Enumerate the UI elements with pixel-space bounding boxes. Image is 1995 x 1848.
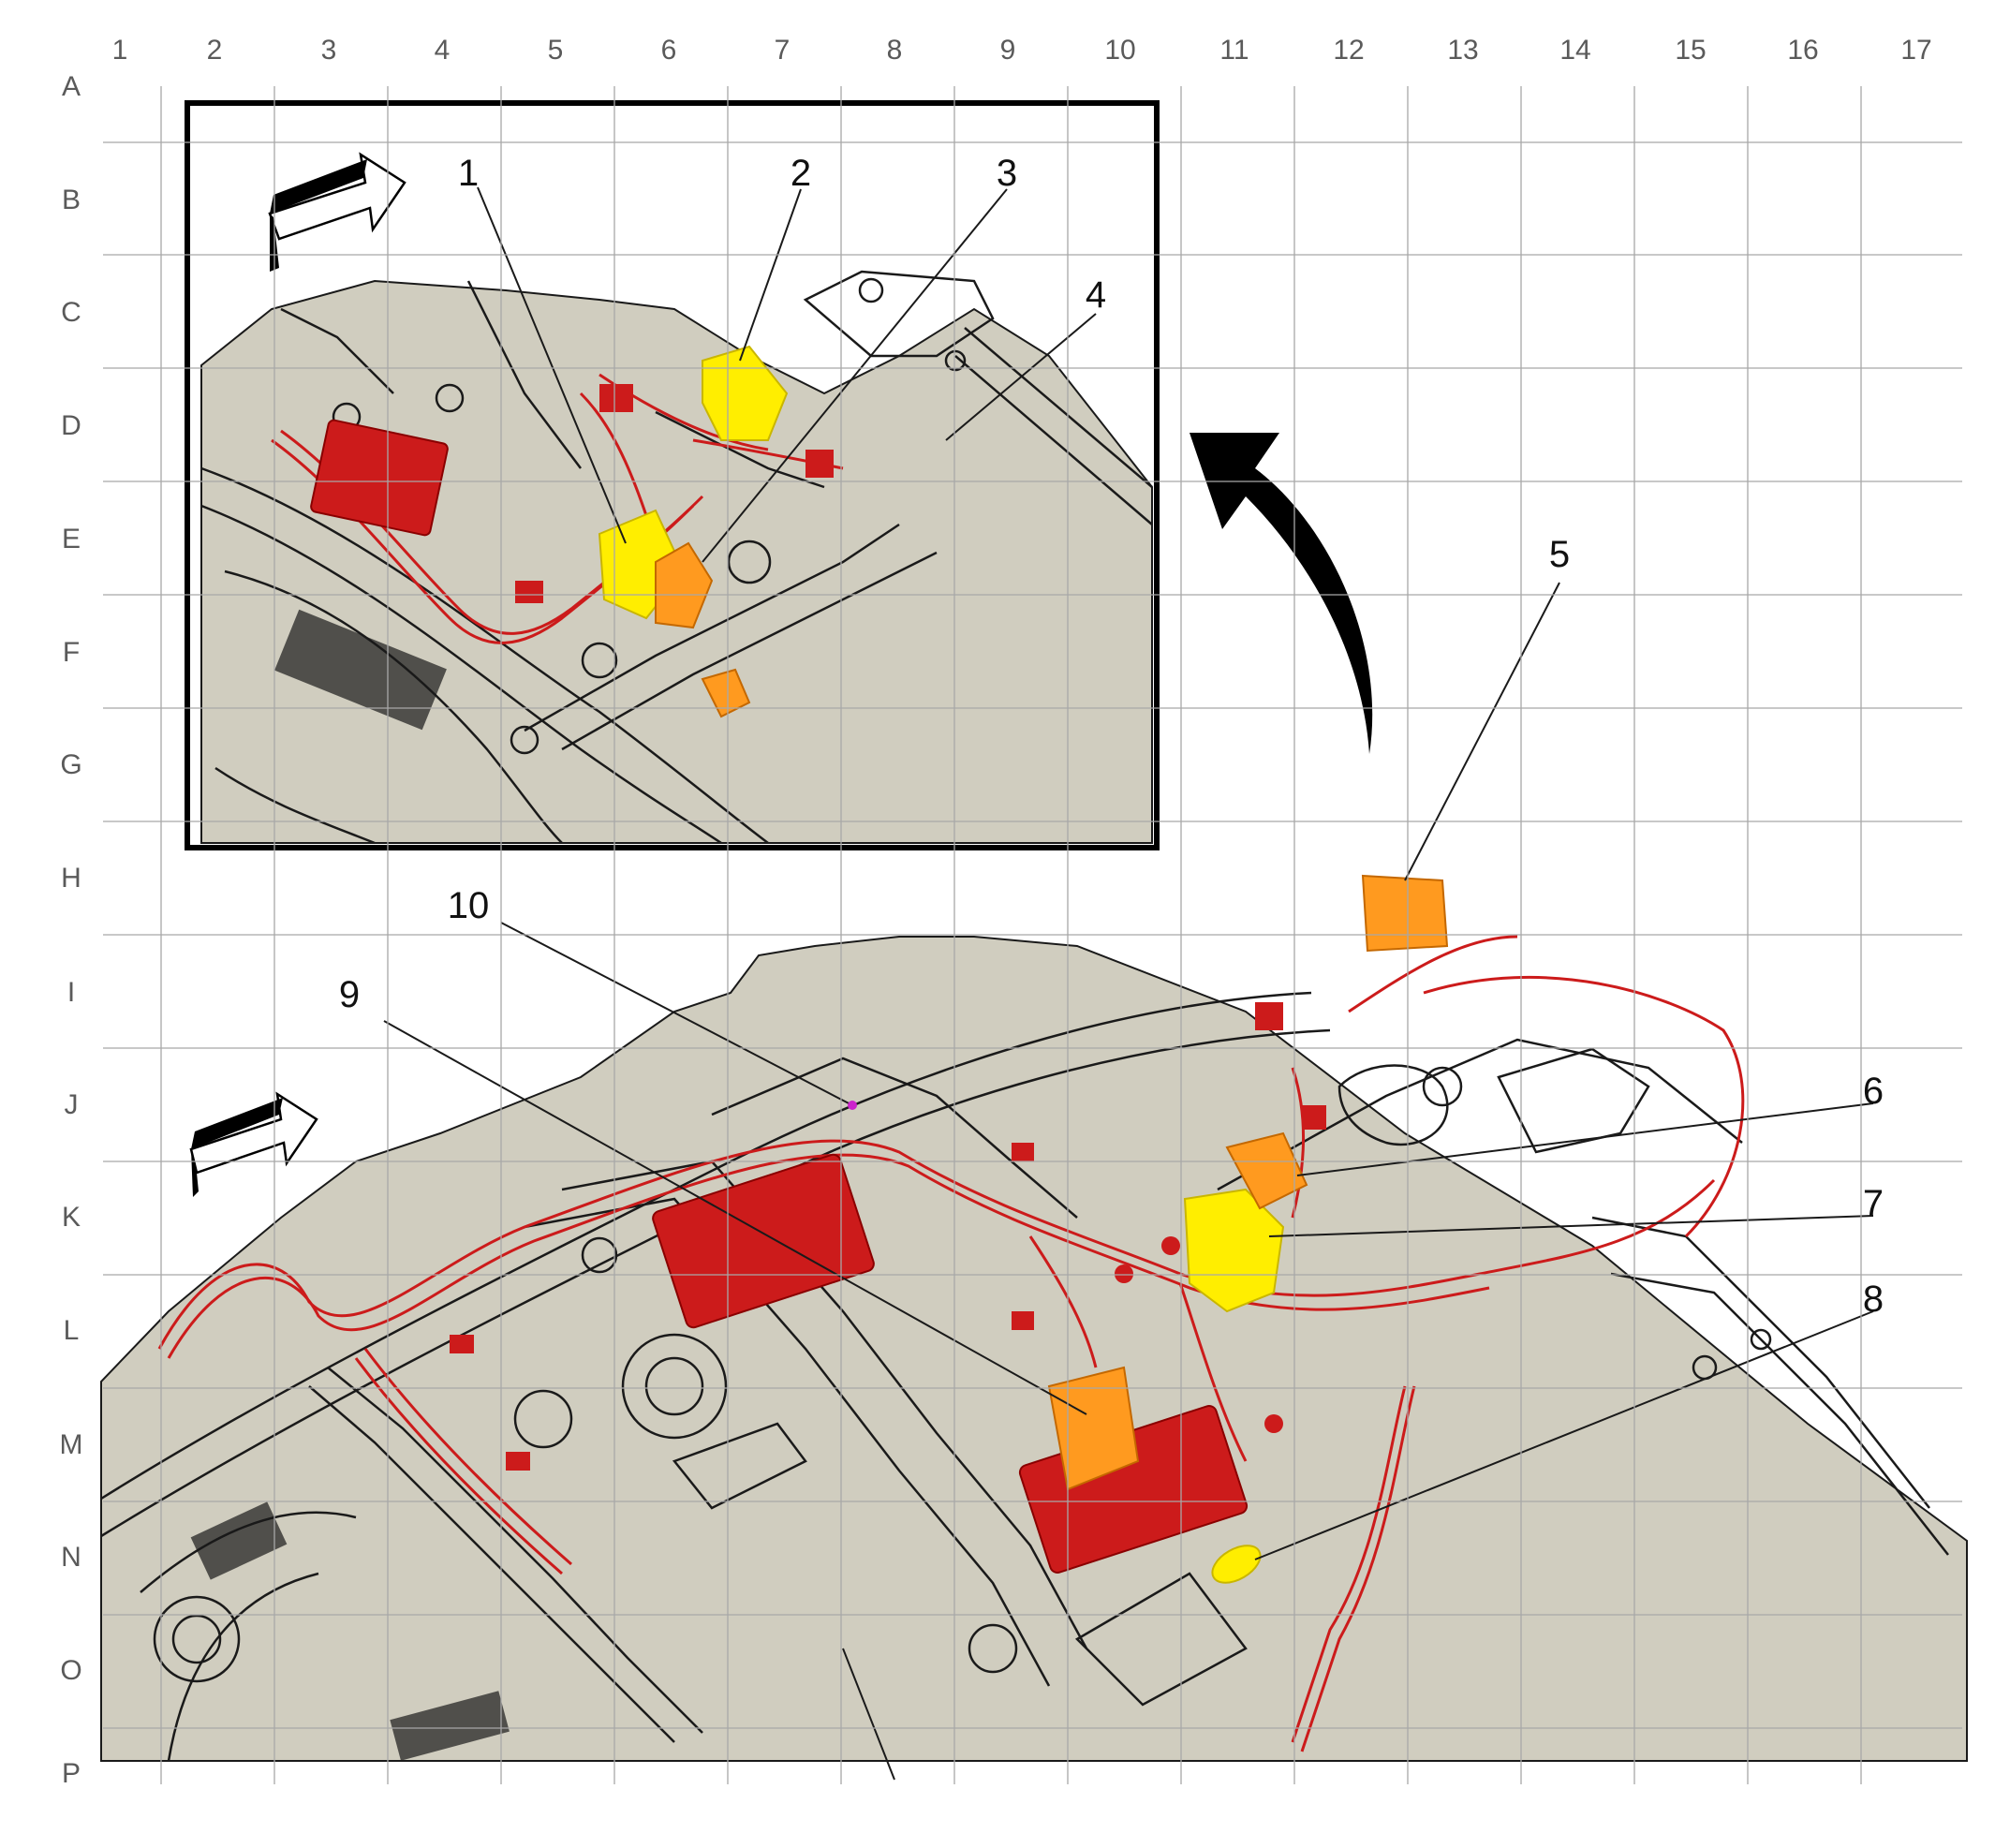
inset-callout-1: 1 <box>458 153 479 194</box>
inset-leader-lines <box>477 186 1097 563</box>
inset-orange-connectors <box>655 541 751 718</box>
inset-vents <box>274 609 447 731</box>
grid-row-label: B <box>62 185 81 215</box>
grid-row-label: I <box>67 977 75 1008</box>
inset-callout-2: 2 <box>791 153 811 194</box>
grid-row-label: N <box>61 1542 81 1573</box>
inset-round-features <box>332 277 967 755</box>
grid-row-label: D <box>61 410 81 441</box>
inset-view <box>185 100 1160 850</box>
rotate-arrow-icon <box>1190 433 1373 754</box>
grid-column-label: 1 <box>112 35 128 66</box>
grid-row-label: H <box>61 863 81 894</box>
main-red-components <box>450 1002 1326 1574</box>
grid-column-label: 15 <box>1675 35 1706 66</box>
main-connector-7 <box>1183 1188 1285 1313</box>
main-callout-8: 8 <box>1863 1279 1884 1320</box>
grid-column-label: 17 <box>1900 35 1931 66</box>
grid-column-label: 6 <box>661 35 677 66</box>
main-leader-lines <box>383 582 1874 1781</box>
grid-column-label: 7 <box>775 35 791 66</box>
grid-row-label: C <box>61 297 81 328</box>
inset-callout-4: 4 <box>1086 274 1106 316</box>
inset-connector-3 <box>655 541 714 629</box>
main-callout-10: 10 <box>448 885 490 926</box>
grid-row-label: E <box>62 524 81 554</box>
grid-column-label: 12 <box>1333 35 1364 66</box>
direction-arrow-icon <box>268 152 406 272</box>
main-junction-block-upper <box>652 1153 875 1329</box>
inset-junction-block <box>310 419 449 537</box>
main-body-structure <box>100 991 1949 1762</box>
main-callout-10-marker <box>848 1101 857 1110</box>
grid-row-label: F <box>63 637 80 668</box>
grid-row-label: A <box>62 71 81 102</box>
grid-column-label: 3 <box>321 35 337 66</box>
direction-arrow-icon <box>189 1091 318 1197</box>
main-view <box>100 582 1968 1781</box>
grid-column-label: 5 <box>548 35 564 66</box>
inset-connector-2 <box>702 345 789 441</box>
main-connector-5 <box>1361 874 1449 953</box>
grid-row-label: O <box>60 1655 81 1686</box>
grid-column-label: 4 <box>435 35 451 66</box>
grid-column-label: 16 <box>1787 35 1818 66</box>
main-connector-9 <box>1047 1366 1140 1491</box>
main-callout-7: 7 <box>1863 1183 1884 1224</box>
reference-grid <box>103 86 1962 1784</box>
inset-connector-lower <box>701 668 751 718</box>
main-callout-5: 5 <box>1549 534 1570 575</box>
grid-row-label: J <box>65 1089 79 1120</box>
main-vents <box>190 1501 510 1761</box>
inset-body-structure <box>200 270 1153 845</box>
grid-column-label: 9 <box>1000 35 1016 66</box>
main-callout-9: 9 <box>339 974 360 1015</box>
grid-row-label: G <box>60 749 81 780</box>
main-connector-6 <box>1225 1131 1308 1210</box>
callout-labels: 1 2 3 4 5 6 7 8 9 10 <box>339 153 1884 1320</box>
main-callout-6: 6 <box>1863 1071 1884 1112</box>
grid-row-label: P <box>62 1758 81 1789</box>
main-body-fill <box>100 936 1968 1762</box>
inset-callout-3: 3 <box>997 153 1017 194</box>
main-yellow-connectors <box>1183 1188 1285 1584</box>
grid-column-label: 8 <box>887 35 903 66</box>
grid-row-label: L <box>64 1315 80 1346</box>
grid-column-label: 10 <box>1104 35 1135 66</box>
grid-column-label: 11 <box>1219 35 1249 66</box>
main-orange-connectors <box>1047 874 1449 1491</box>
grid-row-label: M <box>60 1429 83 1460</box>
grid-column-label: 13 <box>1447 35 1478 66</box>
main-connector-8 <box>1211 1545 1262 1584</box>
grid-column-label: 2 <box>207 35 223 66</box>
grid-row-label: K <box>62 1202 81 1233</box>
grid-column-label: 14 <box>1559 35 1590 66</box>
inset-red-components <box>310 384 834 603</box>
